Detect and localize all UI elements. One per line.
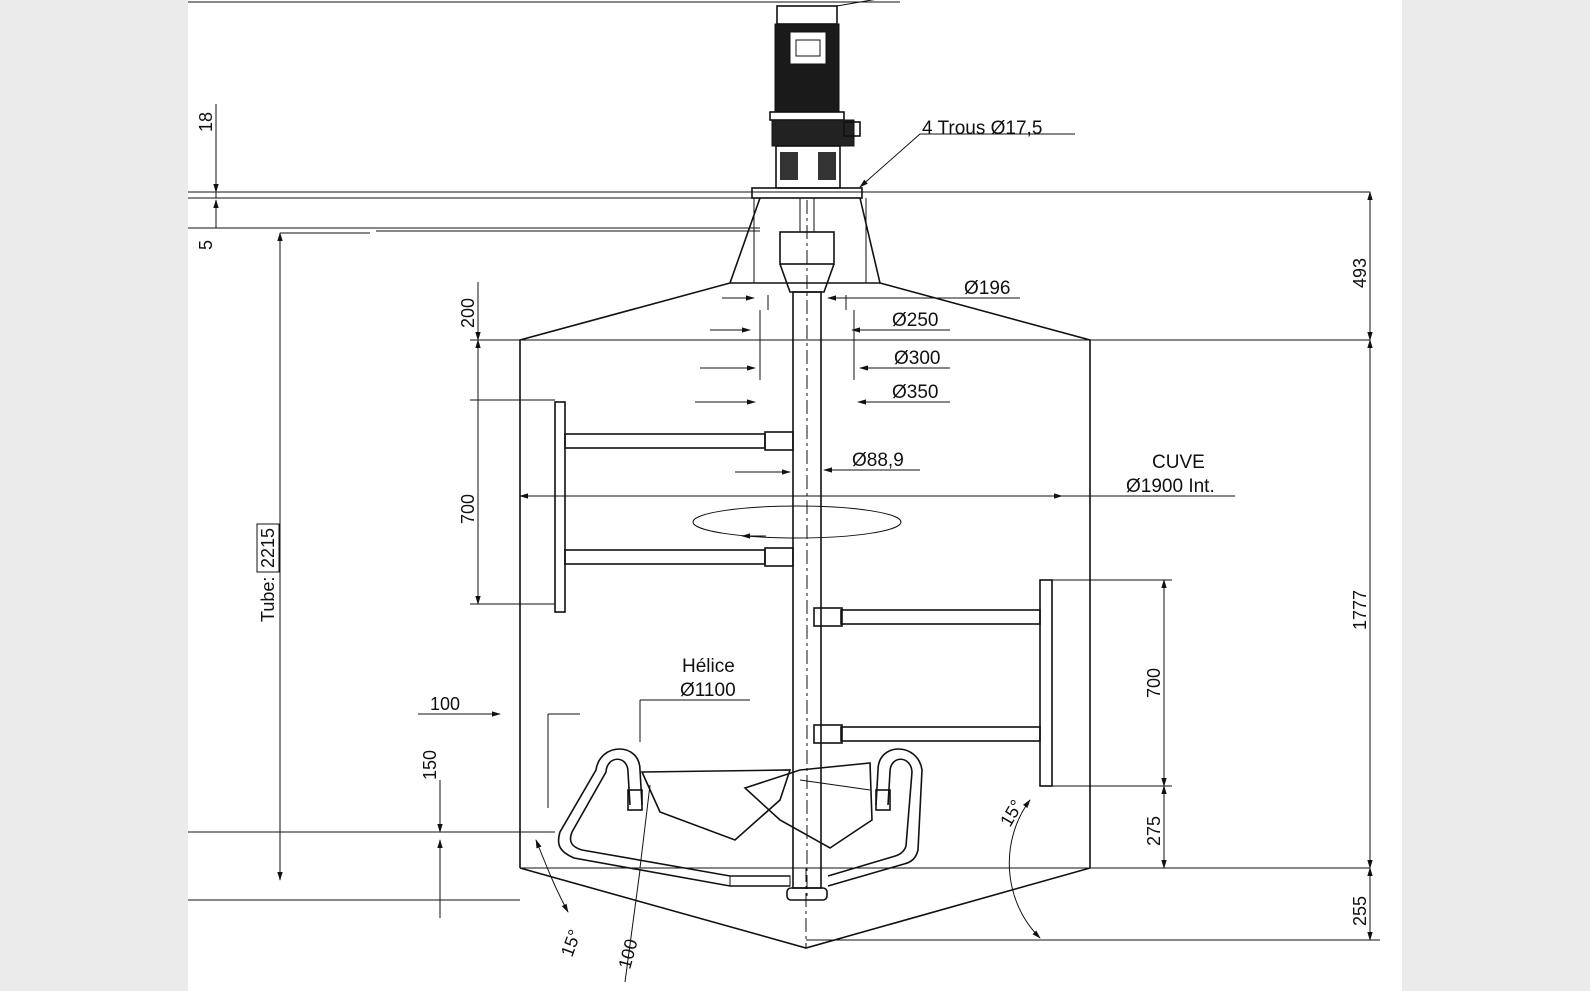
anchor-agitator xyxy=(557,748,923,887)
dim-lines-right xyxy=(806,191,1380,941)
dia-markers xyxy=(639,133,1075,742)
baffle-left xyxy=(554,401,794,613)
tube-prefix: Tube: xyxy=(258,577,278,622)
dim-700-left: 700 xyxy=(458,494,478,524)
helice-title: Hélice xyxy=(682,656,735,677)
dim-275: 275 xyxy=(1144,816,1164,846)
dim-100-bottom: 100 xyxy=(615,937,642,971)
dim-15-left: 15° xyxy=(557,927,585,959)
reference-lines xyxy=(188,1,1370,341)
cuve-title: CUVE xyxy=(1152,452,1205,473)
tube-value: 2215 xyxy=(258,528,278,568)
motor-holes-label: 4 Trous Ø17,5 xyxy=(922,118,1042,139)
dim-5: 5 xyxy=(196,240,216,250)
tank-body xyxy=(519,197,1091,949)
dim-18: 18 xyxy=(196,112,216,132)
dia-88-9-label: Ø88,9 xyxy=(852,450,904,471)
dim-1777: 1777 xyxy=(1350,590,1370,630)
cuve-dia: Ø1900 Int. xyxy=(1126,476,1215,497)
dia-350-label: Ø350 xyxy=(892,382,938,403)
dia-196-label: Ø196 xyxy=(964,278,1010,299)
dim-lines-left xyxy=(188,104,1235,983)
rotation-indicator xyxy=(692,505,902,539)
baffle-right xyxy=(813,579,1053,787)
tube-label: Tube: 2215 xyxy=(256,523,280,622)
propeller xyxy=(640,762,873,849)
dim-15-right: 15° xyxy=(996,796,1027,830)
dim-493: 493 xyxy=(1350,258,1370,288)
shaft xyxy=(759,197,855,901)
dim-100-top: 100 xyxy=(430,694,460,714)
dim-255: 255 xyxy=(1350,896,1370,926)
text-labels: 4 Trous Ø17,5 Ø196 Ø250 Ø300 Ø350 Ø88,9 … xyxy=(196,112,1370,971)
motor xyxy=(769,0,875,189)
dia-300-label: Ø300 xyxy=(894,348,940,369)
dim-150: 150 xyxy=(420,750,440,780)
dim-200: 200 xyxy=(458,298,478,328)
dim-700-right: 700 xyxy=(1144,668,1164,698)
helice-dia: Ø1100 xyxy=(680,680,736,701)
dia-250-label: Ø250 xyxy=(892,310,938,331)
